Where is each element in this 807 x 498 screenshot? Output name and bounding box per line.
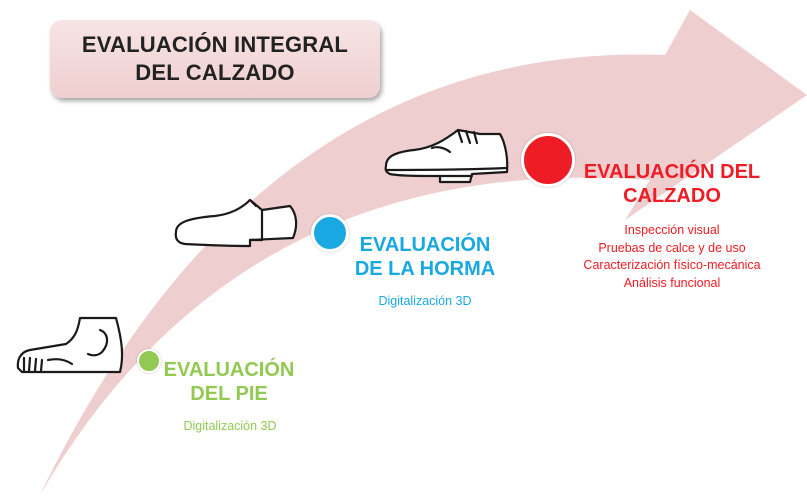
foot-stage-item: Digitalización 3D bbox=[183, 419, 277, 433]
foot-stage-title-line-2: DEL PIE bbox=[190, 383, 268, 405]
shoe-stage-title: EVALUACIÓN DEL CALZADO bbox=[572, 160, 772, 208]
foot-stage-title: EVALUACIÓN DEL PIE bbox=[155, 358, 303, 406]
shoe-stage-title-line-1: EVALUACIÓN DEL bbox=[583, 161, 761, 183]
foot-stage-dot bbox=[137, 349, 161, 373]
foot-stage-items: Digitalización 3D bbox=[150, 418, 310, 436]
shoe-stage-item: Pruebas de calce y de uso bbox=[598, 240, 746, 255]
last-stage-items: Digitalización 3D bbox=[345, 293, 505, 311]
foot-icon bbox=[16, 316, 124, 374]
progress-arrow bbox=[40, 10, 807, 495]
shoe-stage-item: Inspección visual bbox=[624, 223, 720, 237]
shoe-stage-title-line-2: CALZADO bbox=[623, 185, 721, 207]
title-line-2: DEL CALZADO bbox=[135, 60, 295, 85]
shoe-stage-item: Caracterización físico-mecánica bbox=[583, 258, 761, 272]
shoe-stage-item: Análisis funcional bbox=[623, 275, 721, 290]
last-stage-title: EVALUACIÓN DE LA HORMA bbox=[340, 233, 510, 281]
shoe-last-icon bbox=[174, 198, 298, 248]
foot-stage-title-line-1: EVALUACIÓN bbox=[163, 359, 295, 381]
last-stage-dot bbox=[311, 214, 349, 252]
shoe-stage-items: Inspección visual Pruebas de calce y de … bbox=[562, 222, 782, 292]
title-line-1: EVALUACIÓN INTEGRAL bbox=[81, 32, 349, 57]
last-stage-item: Digitalización 3D bbox=[378, 294, 472, 308]
last-stage-title-line-2: DE LA HORMA bbox=[354, 258, 496, 280]
last-stage-title-line-1: EVALUACIÓN bbox=[359, 234, 491, 256]
title-box: EVALUACIÓN INTEGRAL DEL CALZADO bbox=[50, 20, 380, 98]
shoe-stage-dot bbox=[521, 133, 575, 187]
shoe-icon bbox=[384, 128, 509, 184]
